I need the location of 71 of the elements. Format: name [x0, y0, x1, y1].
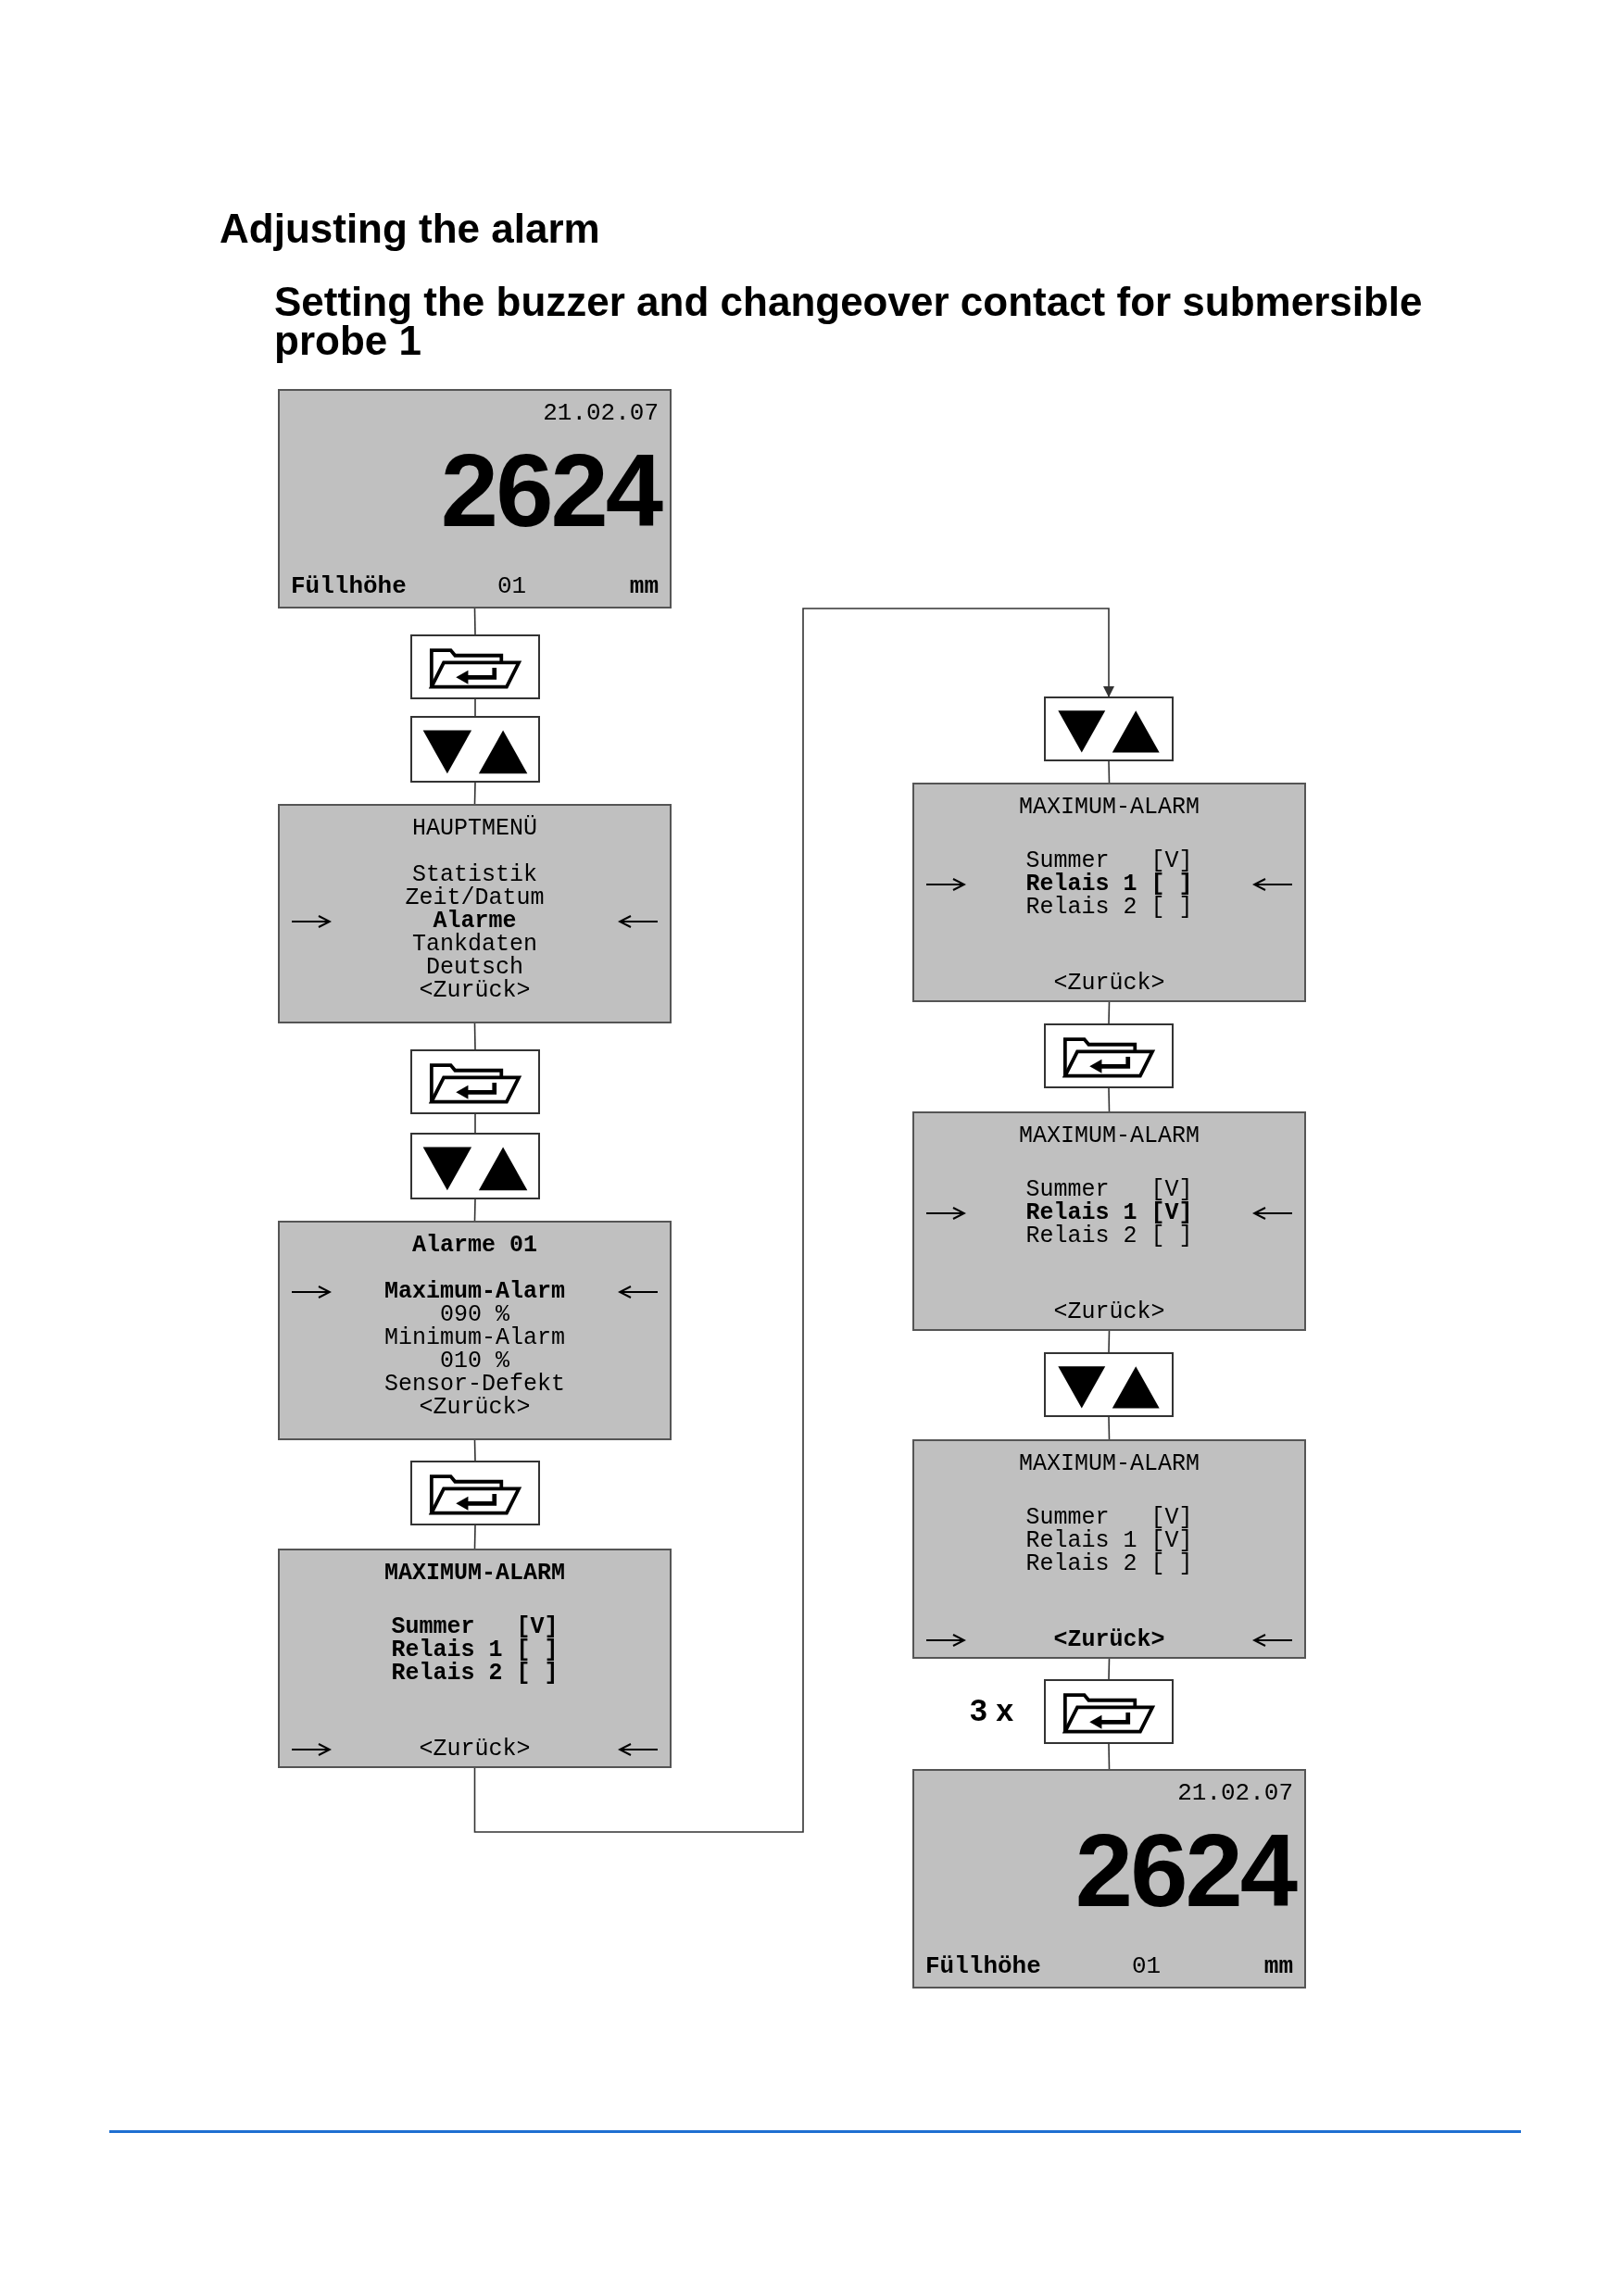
- screen-text: MAXIMUM-ALARM: [1018, 1124, 1200, 1148]
- page-title: Adjusting the alarm: [220, 206, 600, 252]
- connector-line: [474, 698, 476, 717]
- connector-line: [473, 1023, 476, 1050]
- screen-text: 010 %: [440, 1349, 509, 1374]
- up-down-keys-icon: [410, 716, 540, 783]
- lcd-screen: [278, 389, 672, 609]
- unit-text: mm: [1263, 1953, 1293, 1979]
- connector-line: [473, 1198, 476, 1222]
- connector-line: [1108, 760, 1111, 784]
- connector-line: [474, 1113, 476, 1134]
- up-down-keys-icon: [1044, 1352, 1174, 1417]
- screen-text: Tankdaten: [412, 933, 537, 957]
- screen-text: <Zurück>: [1053, 1628, 1165, 1652]
- up-down-keys-icon: [1044, 696, 1174, 761]
- lcd-screen: [912, 1111, 1306, 1331]
- screen-text: Füllhöhe: [925, 1953, 1041, 1979]
- connector-line: [473, 608, 1114, 1833]
- date-text: 21.02.07: [543, 400, 659, 426]
- enter-key-icon: [410, 1461, 540, 1525]
- lcd-screen: [278, 804, 672, 1023]
- up-down-keys-icon: [410, 1133, 540, 1199]
- reading-value: 2624: [1074, 1815, 1295, 1926]
- screen-text: 01: [1132, 1953, 1162, 1979]
- screen-text: <Zurück>: [419, 979, 531, 1003]
- screen-text: Maximum-Alarm: [383, 1280, 565, 1304]
- screen-text: HAUPTMENÜ: [412, 817, 537, 841]
- multiplier-label: 3 x: [970, 1692, 1014, 1728]
- screen-text: Deutsch: [426, 956, 523, 980]
- screen-text: MAXIMUM-ALARM: [1018, 1452, 1200, 1476]
- screen-text: Relais 2 [ ]: [391, 1661, 559, 1686]
- lcd-screen: [278, 1221, 672, 1440]
- screen-text: Füllhöhe: [291, 573, 407, 599]
- connector-line: [1108, 1001, 1111, 1024]
- lcd-screen: [912, 1769, 1306, 1989]
- screen-text: MAXIMUM-ALARM: [1018, 796, 1200, 820]
- screen-text: <Zurück>: [419, 1738, 531, 1762]
- connector-line: [473, 1524, 476, 1549]
- connector-line: [473, 608, 476, 635]
- connector-line: [1108, 1658, 1111, 1680]
- enter-key-icon: [1044, 1023, 1174, 1088]
- connector-line: [1108, 1416, 1111, 1440]
- reading-value: 2624: [440, 435, 660, 546]
- connector-line: [473, 782, 476, 805]
- connector-line: [1108, 1087, 1111, 1112]
- screen-text: 01: [497, 573, 527, 599]
- screen-text: Sensor-Defekt: [383, 1373, 565, 1397]
- screen-text: MAXIMUM-ALARM: [383, 1562, 565, 1586]
- screen-text: Relais 2 [ ]: [1025, 1223, 1193, 1248]
- date-text: 21.02.07: [1177, 1780, 1293, 1806]
- screen-text: Alarme 01: [412, 1234, 537, 1258]
- lcd-screen: [912, 783, 1306, 1002]
- enter-key-icon: [1044, 1679, 1174, 1744]
- screen-text: Minimum-Alarm: [383, 1326, 565, 1350]
- screen-text: Statistik: [412, 863, 537, 887]
- connector-line: [1108, 1743, 1111, 1770]
- lcd-screen: [278, 1549, 672, 1768]
- screen-text: Alarme: [433, 910, 517, 934]
- screen-text: <Zurück>: [1053, 1300, 1165, 1324]
- screen-text: Relais 2 [ ]: [1025, 1551, 1193, 1576]
- screen-text: 090 %: [440, 1303, 509, 1327]
- enter-key-icon: [410, 1049, 540, 1114]
- screen-text: Zeit/Datum: [405, 886, 545, 910]
- connector-line: [1108, 1330, 1111, 1353]
- lcd-screen: [912, 1439, 1306, 1659]
- screen-text: <Zurück>: [1053, 972, 1165, 996]
- enter-key-icon: [410, 634, 540, 699]
- unit-text: mm: [629, 573, 659, 599]
- screen-text: <Zurück>: [419, 1396, 531, 1420]
- connector-line: [473, 1439, 476, 1462]
- screen-text: Relais 2 [ ]: [1025, 895, 1193, 920]
